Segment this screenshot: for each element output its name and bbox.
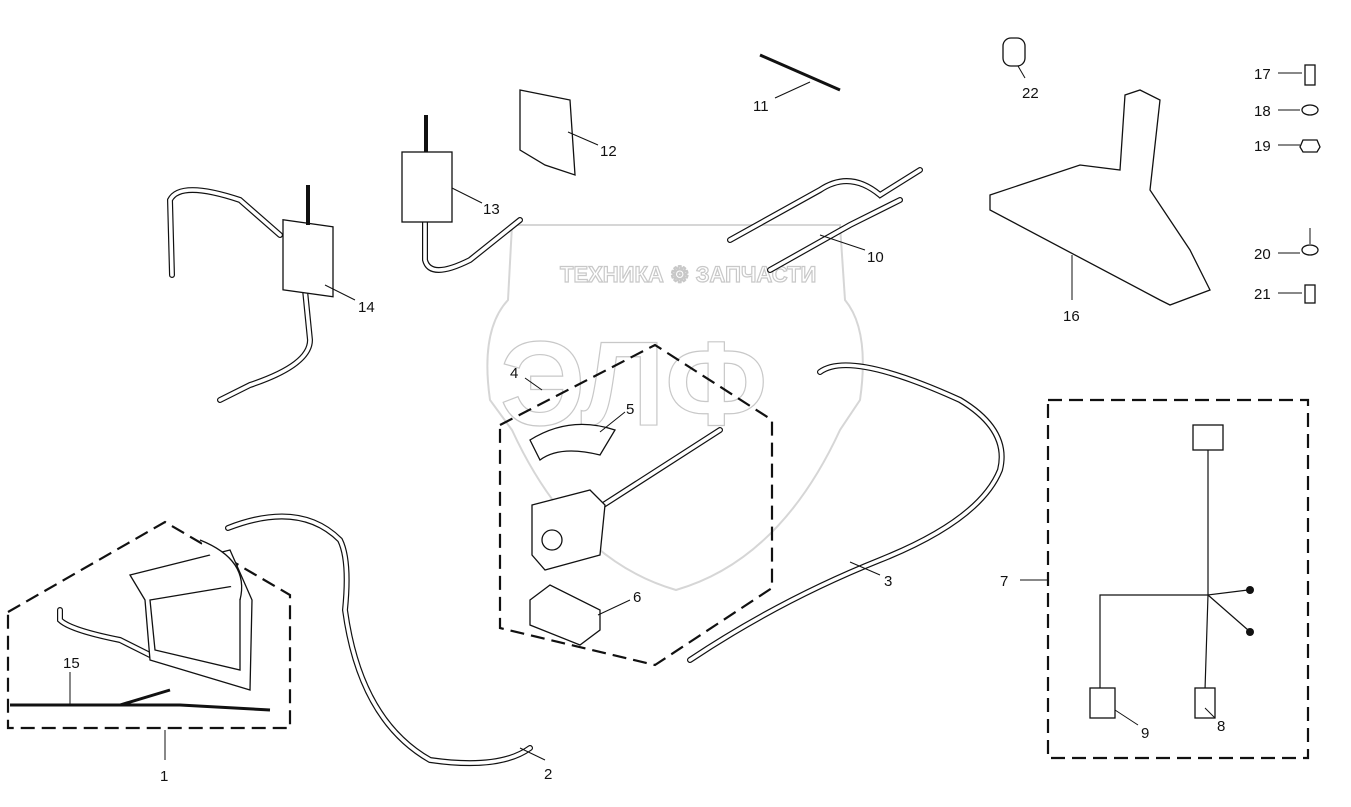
watermark-logo-text: ЭЛФ	[500, 317, 767, 451]
group-1-outline	[6, 520, 292, 730]
monitor	[128, 539, 253, 691]
label-15: 15	[63, 655, 80, 672]
label-2: 2	[544, 766, 552, 783]
label-3: 3	[884, 573, 892, 590]
watermark: ТЕХНИКА ⚙ ЗАПЧАСТИ ЭЛФ	[486, 224, 864, 592]
label-11: 11	[753, 98, 769, 115]
label-6: 6	[633, 589, 641, 606]
label-7: 7	[1000, 573, 1008, 590]
sun-visor	[529, 423, 616, 461]
label-5: 5	[626, 401, 634, 418]
cables	[10, 167, 1005, 767]
camera	[531, 489, 606, 571]
camera-bracket	[529, 584, 601, 646]
label-17: 17	[1254, 66, 1271, 83]
label-12: 12	[600, 143, 617, 160]
harness-7	[1089, 424, 1254, 719]
label-8: 8	[1217, 718, 1225, 735]
label-4: 4	[510, 365, 518, 382]
bracket-12	[519, 89, 576, 176]
label-18: 18	[1254, 103, 1271, 120]
label-13: 13	[483, 201, 500, 218]
label-10: 10	[867, 249, 884, 266]
cable-tie	[759, 53, 841, 92]
group-7-outline	[1046, 398, 1310, 760]
label-1: 1	[160, 768, 168, 785]
label-19: 19	[1254, 138, 1271, 155]
label-16: 16	[1063, 308, 1080, 325]
leader-lines	[69, 65, 1311, 761]
label-9: 9	[1141, 725, 1149, 742]
label-22: 22	[1022, 85, 1039, 102]
sleeve-22	[1002, 37, 1026, 67]
receiver-box	[401, 151, 453, 223]
group-4-outline	[498, 343, 774, 667]
label-20: 20	[1254, 246, 1271, 263]
hardware	[1299, 64, 1321, 304]
label-21: 21	[1254, 286, 1271, 303]
mounting-plate-16	[989, 89, 1211, 306]
label-14: 14	[358, 299, 375, 316]
